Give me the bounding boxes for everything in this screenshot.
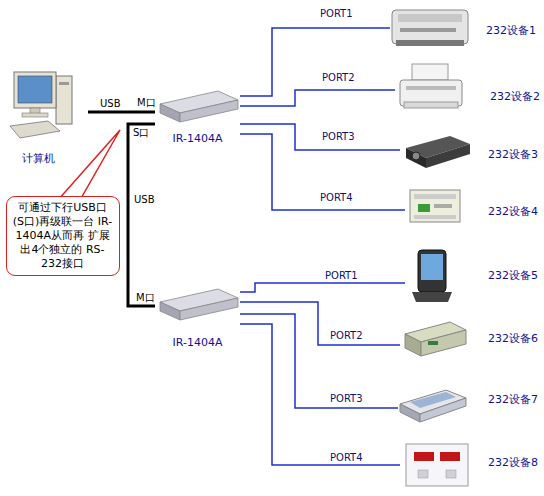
device-node: 232设备8 (400, 440, 540, 490)
device-node: 232设备2 (395, 62, 540, 114)
device-node: 232设备1 (390, 4, 540, 54)
hub-image (160, 91, 238, 122)
hub-image (160, 289, 238, 320)
device-node: 232设备7 (398, 385, 540, 425)
device-image (400, 390, 466, 422)
device-node: IR-1404A (155, 286, 240, 350)
port-name: S口 (133, 127, 149, 139)
port-name: M口 (136, 292, 155, 304)
serial-cable (240, 124, 400, 150)
device-node: 232设备6 (400, 315, 540, 360)
callout-text: 可通过下行USB口 (S口)再级联一台 IR-1404A从而再 扩展出4个独立的… (11, 201, 114, 271)
device-image (412, 250, 452, 302)
port-name: M口 (137, 97, 156, 109)
device-image (392, 10, 468, 46)
device-image (400, 64, 462, 108)
port-label: PORT2 (322, 72, 355, 84)
callout-tail (58, 130, 120, 200)
device-node: 232设备5 (405, 245, 540, 305)
port-label: USB (100, 98, 121, 110)
serial-cable (240, 302, 400, 345)
node-label: 232设备3 (488, 148, 540, 161)
port-label: PORT2 (330, 330, 363, 342)
node-label: 计算机 (8, 152, 68, 165)
node-label: 232设备2 (490, 90, 540, 103)
device-node: 232设备4 (405, 182, 540, 230)
device-image (410, 190, 460, 222)
node-label: 232设备5 (488, 269, 540, 282)
device-node: 232设备3 (400, 128, 540, 170)
node-label: 232设备8 (488, 456, 540, 469)
node-label: 232设备7 (488, 393, 540, 406)
port-label: PORT1 (320, 8, 353, 20)
callout-bubble: 可通过下行USB口 (S口)再级联一台 IR-1404A从而再 扩展出4个独立的… (6, 196, 120, 276)
serial-cable (240, 324, 400, 465)
usb-cable (128, 124, 155, 306)
serial-cable (240, 90, 395, 106)
port-label: PORT3 (322, 131, 355, 143)
node-label: 232设备6 (488, 332, 540, 345)
node-label: IR-1404A (155, 336, 240, 349)
device-node: IR-1404A (155, 88, 240, 146)
port-label: USB (134, 194, 155, 206)
device-image (405, 322, 466, 356)
port-label: PORT4 (320, 192, 353, 204)
serial-cable (240, 28, 390, 96)
serial-cable (240, 283, 405, 292)
device-image (406, 136, 470, 168)
node-label: IR-1404A (155, 132, 240, 145)
port-label: PORT1 (325, 270, 358, 282)
serial-cable (240, 314, 398, 408)
usb-cable (88, 111, 155, 114)
computer-icon (10, 72, 72, 138)
port-label: PORT4 (330, 452, 363, 464)
device-image (406, 444, 468, 486)
computer-node: 计算机 (8, 68, 88, 168)
node-label: 232设备1 (486, 24, 540, 37)
node-label: 232设备4 (488, 205, 540, 218)
port-label: PORT3 (330, 393, 363, 405)
serial-cable (240, 134, 405, 210)
